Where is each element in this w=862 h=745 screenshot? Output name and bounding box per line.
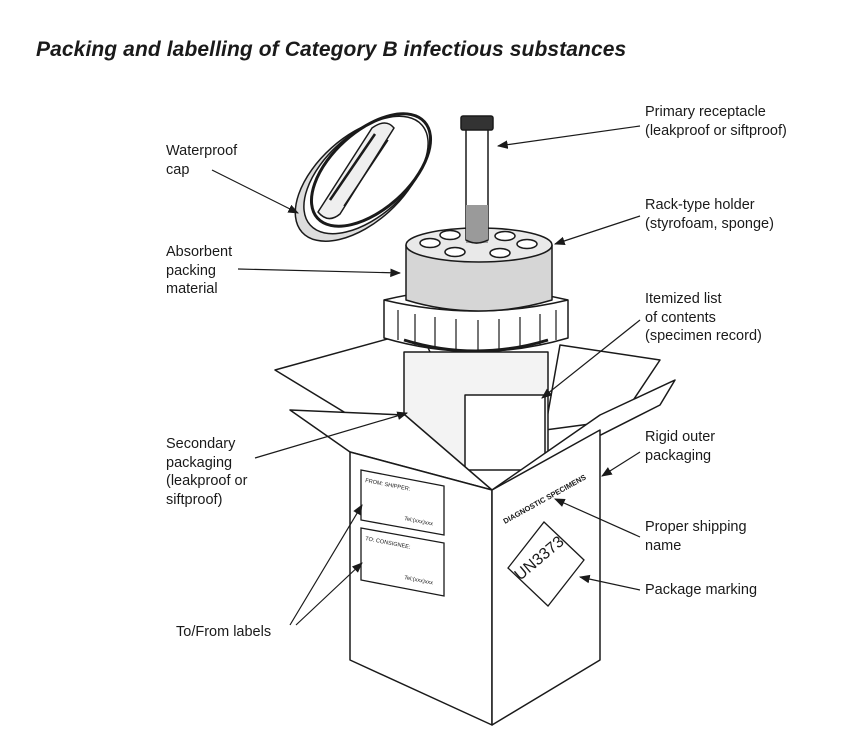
arrow-itemized <box>541 319 641 399</box>
tube-cap <box>460 115 494 131</box>
label-primary: Primary receptacle(leakproof or siftproo… <box>645 104 787 139</box>
arrow-primary <box>496 125 641 149</box>
arrow-marking <box>578 574 641 591</box>
arrow-secondary <box>254 411 409 459</box>
specimen-record <box>464 394 546 471</box>
from-tel-text: Tel:(xxx)xxx <box>404 516 434 528</box>
to-tel-text: Tel:(xxx)xxx <box>404 575 434 587</box>
arrow-waterproof-cap <box>211 169 299 214</box>
to-from-labels <box>360 469 445 597</box>
label-marking: Package marking <box>645 582 758 598</box>
arrow-absorbent <box>237 268 402 278</box>
arrow-to-from-2 <box>295 562 363 626</box>
arrow-proper <box>554 498 641 538</box>
label-to-from: To/From labels <box>176 624 272 640</box>
page-title: Packing and labelling of Category B infe… <box>36 38 627 61</box>
arrow-rack <box>553 215 641 246</box>
rack-holder <box>405 244 553 312</box>
arrow-to-from-1 <box>289 504 363 626</box>
label-rack: Rack-type holder(styrofoam, sponge) <box>645 197 774 232</box>
arrow-rigid <box>601 451 641 477</box>
box-flap-front-right <box>491 379 676 491</box>
waterproof-cap <box>294 112 433 242</box>
